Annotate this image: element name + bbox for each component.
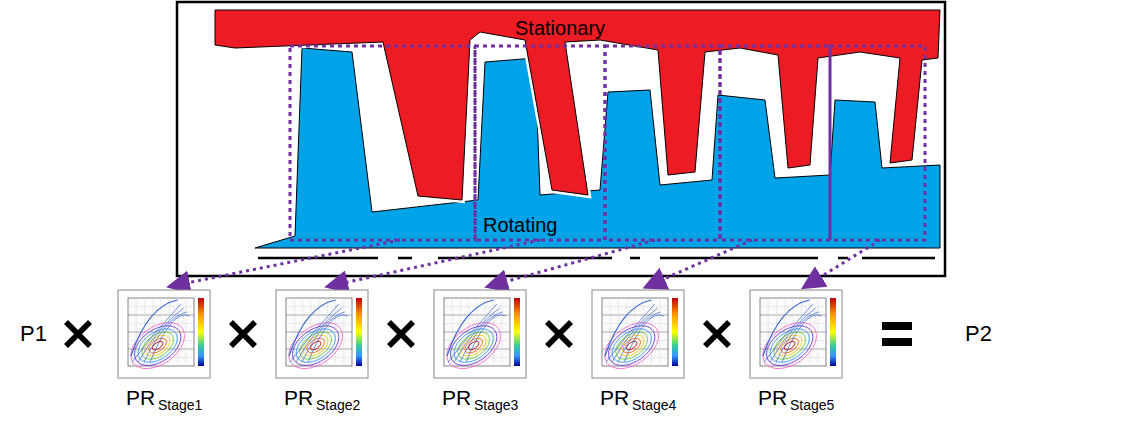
speed-line xyxy=(466,315,506,362)
equals-sign xyxy=(882,322,912,330)
surge-line xyxy=(763,300,810,356)
multiply-sign xyxy=(703,320,731,348)
grid-line xyxy=(760,349,826,350)
stage-map xyxy=(434,290,526,378)
stage-subscript: Stage5 xyxy=(790,397,834,413)
grid-line xyxy=(444,357,510,358)
pressure-ratio: PR xyxy=(758,386,787,410)
speed-line xyxy=(448,304,497,362)
grid-line xyxy=(286,357,352,358)
region-label: Stationary xyxy=(515,17,605,40)
grid-line xyxy=(343,298,344,366)
grid-line xyxy=(169,298,170,366)
grid-line xyxy=(817,298,818,366)
speed-line xyxy=(776,312,819,362)
color-bar xyxy=(830,298,836,366)
pressure-ratio: PR xyxy=(126,386,155,410)
speed-line xyxy=(618,312,661,362)
stage-subscript: Stage3 xyxy=(474,397,518,413)
equals-sign xyxy=(882,338,912,346)
grid-line xyxy=(286,349,352,350)
speed-line xyxy=(308,315,348,362)
surge-line xyxy=(289,300,336,356)
rotor-region: Rotating xyxy=(479,212,562,239)
surge-line xyxy=(131,300,178,356)
stage-map xyxy=(118,290,210,378)
stage-map xyxy=(592,290,684,378)
pressure-ratio: PR xyxy=(442,386,471,410)
color-bar xyxy=(514,298,520,366)
frame xyxy=(177,2,945,276)
stator-region: Stationary xyxy=(511,15,609,42)
stage-arrows xyxy=(172,240,880,286)
speed-line xyxy=(290,304,339,362)
surge-line xyxy=(605,300,652,356)
stage-map xyxy=(276,290,368,378)
grid-line xyxy=(602,357,668,358)
surge-line xyxy=(447,300,494,356)
speed-line xyxy=(132,304,181,362)
grid-line xyxy=(128,349,194,350)
multiply-sign xyxy=(64,320,92,348)
multiply-sign xyxy=(387,320,415,348)
stage-subscript: Stage2 xyxy=(316,397,360,413)
grid-line xyxy=(185,298,186,366)
grid-line xyxy=(643,298,644,366)
stage-boxes xyxy=(290,46,925,240)
grid-line xyxy=(760,357,826,358)
speed-line xyxy=(460,312,503,362)
color-bar xyxy=(356,298,362,366)
stage-map xyxy=(750,290,842,378)
grid-line xyxy=(444,349,510,350)
stage-subscript: Stage1 xyxy=(158,397,202,413)
grid-line xyxy=(501,298,502,366)
grid-line xyxy=(128,357,194,358)
color-bar xyxy=(672,298,678,366)
grid-line xyxy=(485,298,486,366)
speed-line xyxy=(624,315,664,362)
multiply-sign xyxy=(545,320,573,348)
color-bar xyxy=(198,298,204,366)
multiply-sign xyxy=(229,320,257,348)
shaft-line xyxy=(258,257,935,260)
stage-maps xyxy=(118,290,842,378)
operators xyxy=(64,320,912,348)
map-frame xyxy=(750,290,842,378)
speed-line xyxy=(782,315,822,362)
pressure-ratio: PR xyxy=(284,386,313,410)
efficiency-contour xyxy=(596,313,666,378)
speed-line xyxy=(144,312,187,362)
stage-subscript: Stage4 xyxy=(632,397,676,413)
region-label: Rotating xyxy=(483,214,558,237)
efficiency-contour xyxy=(280,313,350,378)
map-frame xyxy=(592,290,684,378)
map-frame xyxy=(434,290,526,378)
speed-line xyxy=(150,315,190,362)
speed-line xyxy=(302,312,345,362)
grid-line xyxy=(327,298,328,366)
efficiency-contour xyxy=(122,313,192,378)
pressure-label: P2 xyxy=(965,321,992,347)
pressure-label: P1 xyxy=(20,321,47,347)
rotor xyxy=(255,48,940,248)
pressure-ratio: PR xyxy=(600,386,629,410)
grid-line xyxy=(801,298,802,366)
efficiency-contour xyxy=(754,313,824,378)
speed-line xyxy=(764,304,813,362)
speed-line xyxy=(606,304,655,362)
map-frame xyxy=(276,290,368,378)
grid-line xyxy=(602,349,668,350)
grid-line xyxy=(659,298,660,366)
efficiency-contour xyxy=(438,313,508,378)
map-frame xyxy=(118,290,210,378)
